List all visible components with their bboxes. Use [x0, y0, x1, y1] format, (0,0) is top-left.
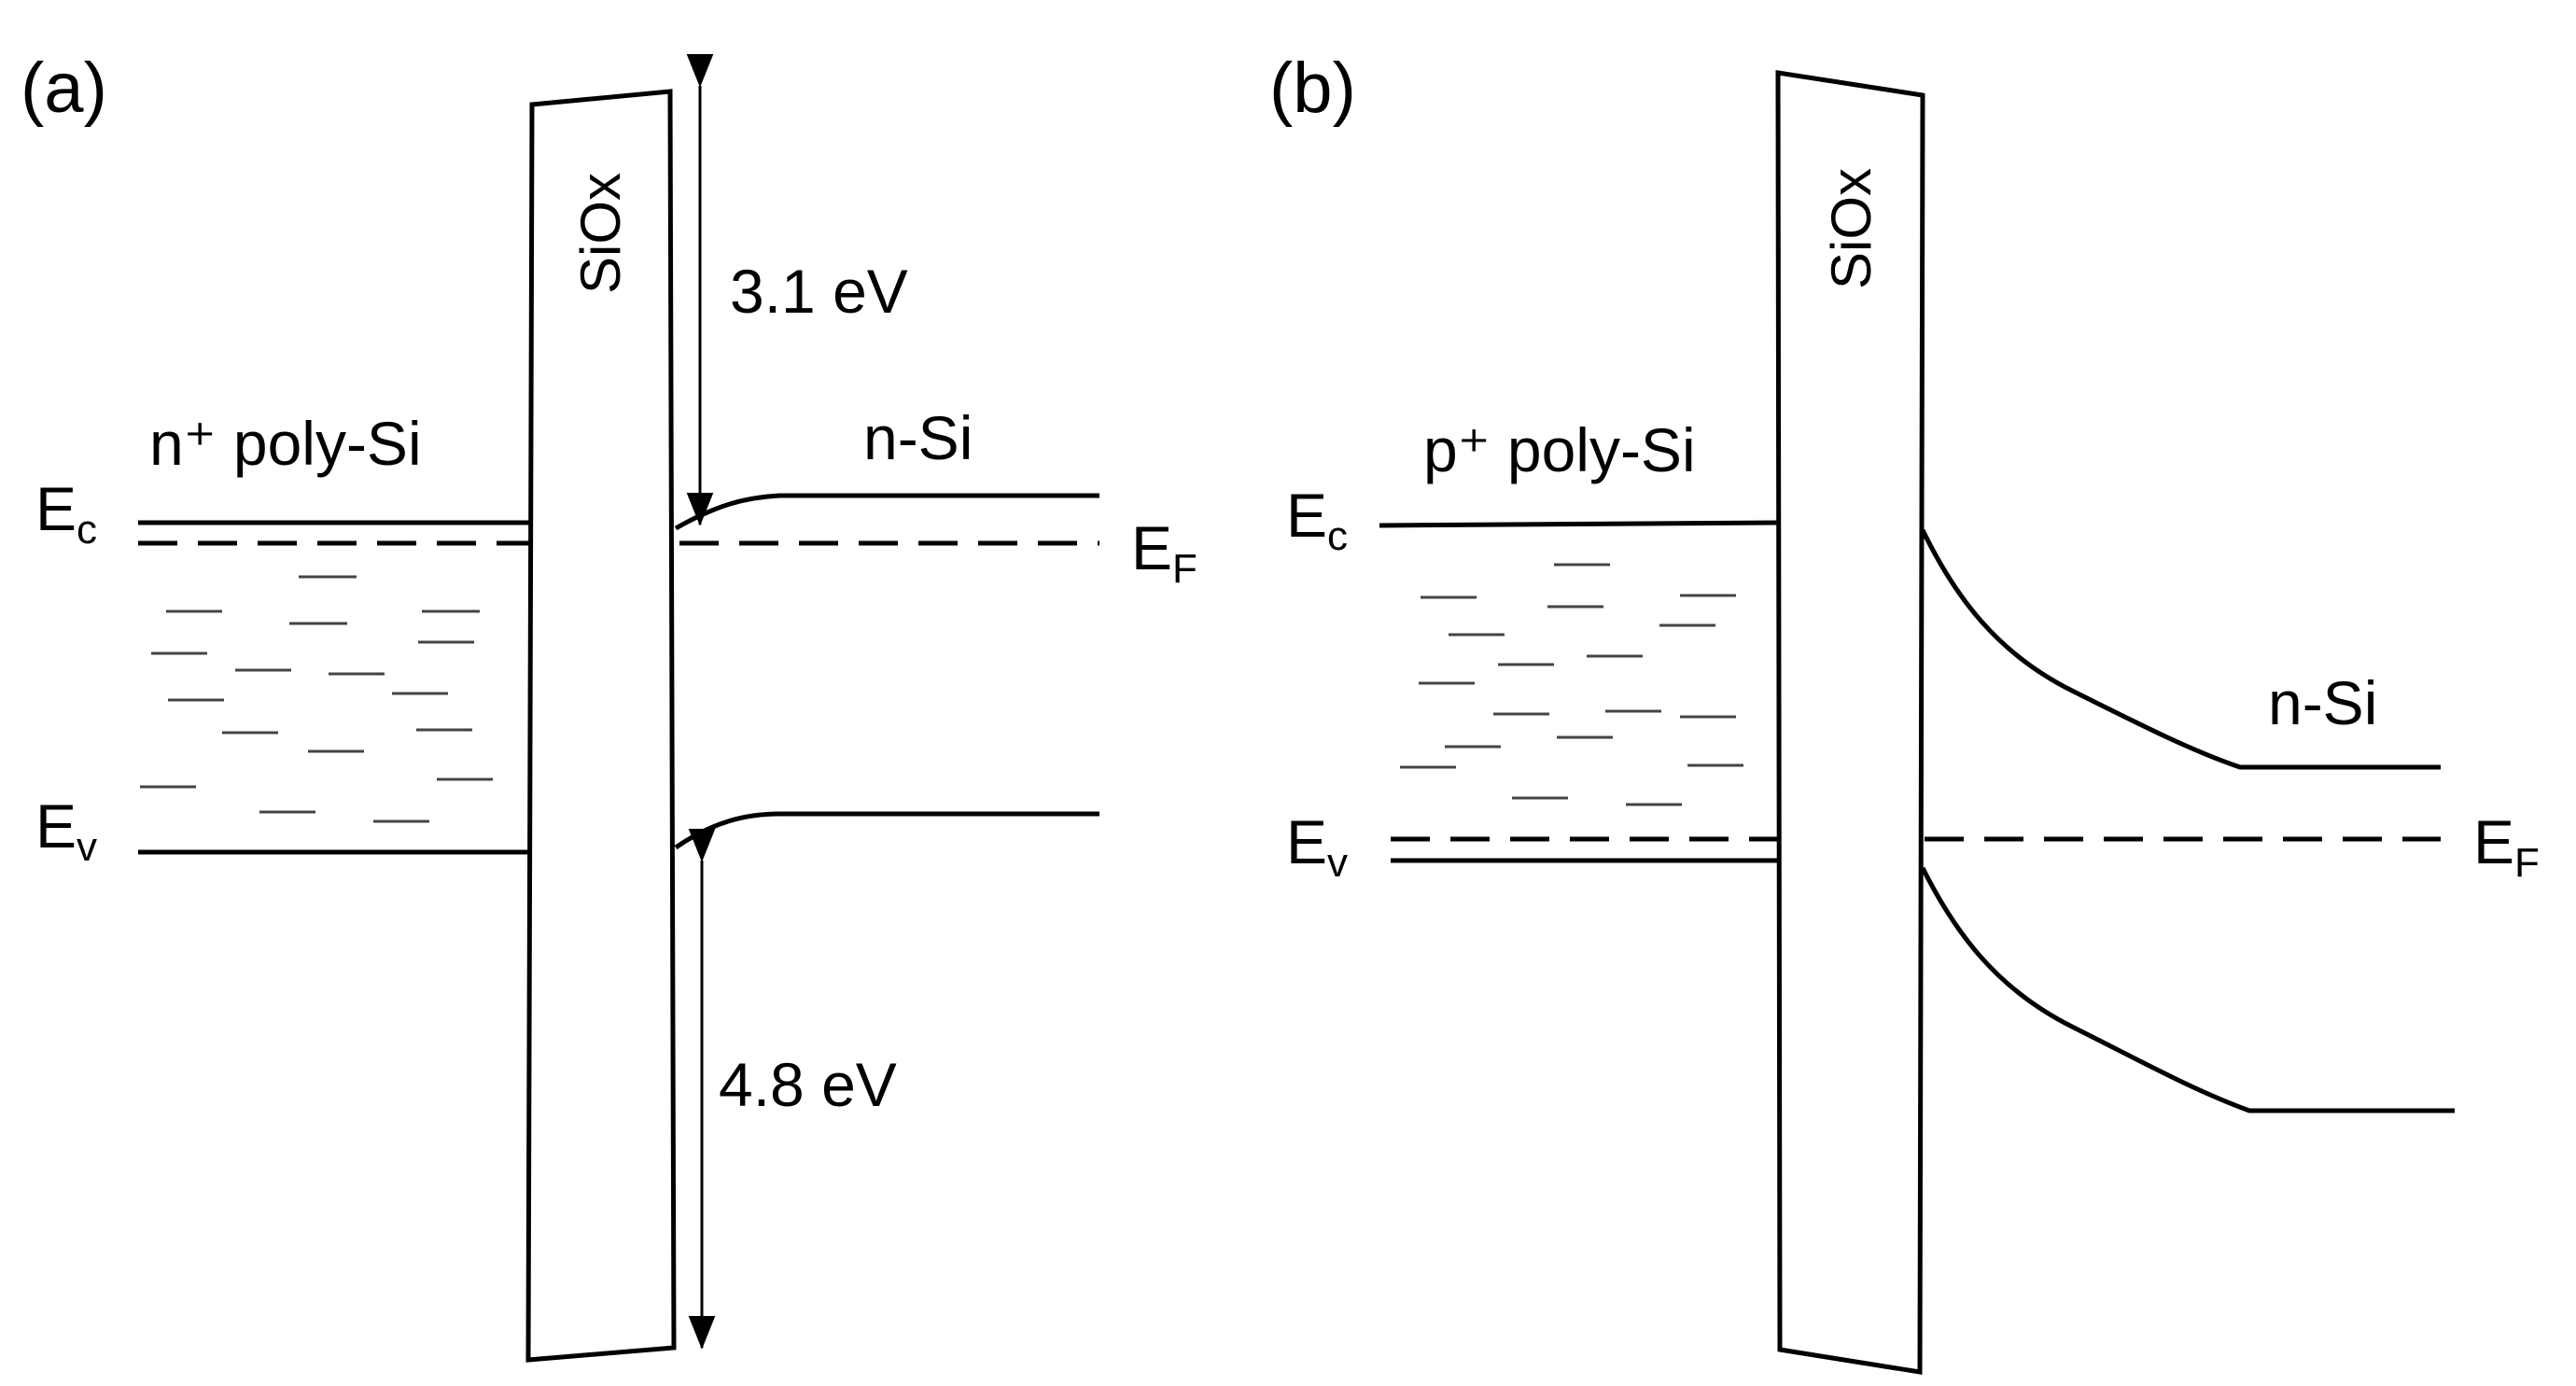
panel-a-oxide-barrier	[525, 89, 677, 1363]
panel-b-oxide-label: SiOx	[1820, 168, 1883, 289]
panel-a-oxide-label: SiOx	[569, 173, 632, 294]
panel-b-ef-label: EF	[2473, 807, 2540, 886]
panel-b-tag: (b)	[1269, 49, 1356, 128]
panel-b-ec-label: Ec	[1286, 481, 1348, 559]
panel-b-right-material: n-Si	[2268, 668, 2377, 737]
panel-b-right-conduction-band	[1920, 528, 2441, 770]
panel-b-left-conduction-band	[1379, 520, 1779, 528]
panel-a-ec-label: Ec	[35, 474, 97, 553]
panel-a-valence-offset: 4.8 eV	[719, 1050, 897, 1119]
panel-a-left-material: n⁺ poly-Si	[149, 409, 422, 478]
panel-b-ev-label: Ev	[1286, 807, 1348, 886]
panel-a-right-material: n-Si	[863, 403, 973, 472]
panel-a-electron-dashes	[140, 575, 493, 823]
panel-b-electron-dashes	[1400, 563, 1743, 806]
panel-a-tag: (a)	[21, 49, 107, 128]
panel-a: (a) SiOx n⁺ poly-Si Ec Ev	[21, 49, 1197, 1363]
panel-a-conduction-offset: 3.1 eV	[730, 257, 908, 326]
panel-b-right-valence-band	[1920, 866, 2455, 1113]
panel-b-left-material: p⁺ poly-Si	[1423, 415, 1696, 484]
panel-b: (b) SiOx p⁺ poly-Si Ec Ev	[1269, 49, 2540, 1375]
panel-a-right-valence-band	[674, 811, 1099, 850]
panel-a-ef-label: EF	[1131, 513, 1197, 592]
panel-a-right-conduction-band	[674, 493, 1099, 531]
panel-b-oxide-barrier	[1775, 70, 1925, 1375]
panel-a-ev-label: Ev	[35, 791, 97, 870]
